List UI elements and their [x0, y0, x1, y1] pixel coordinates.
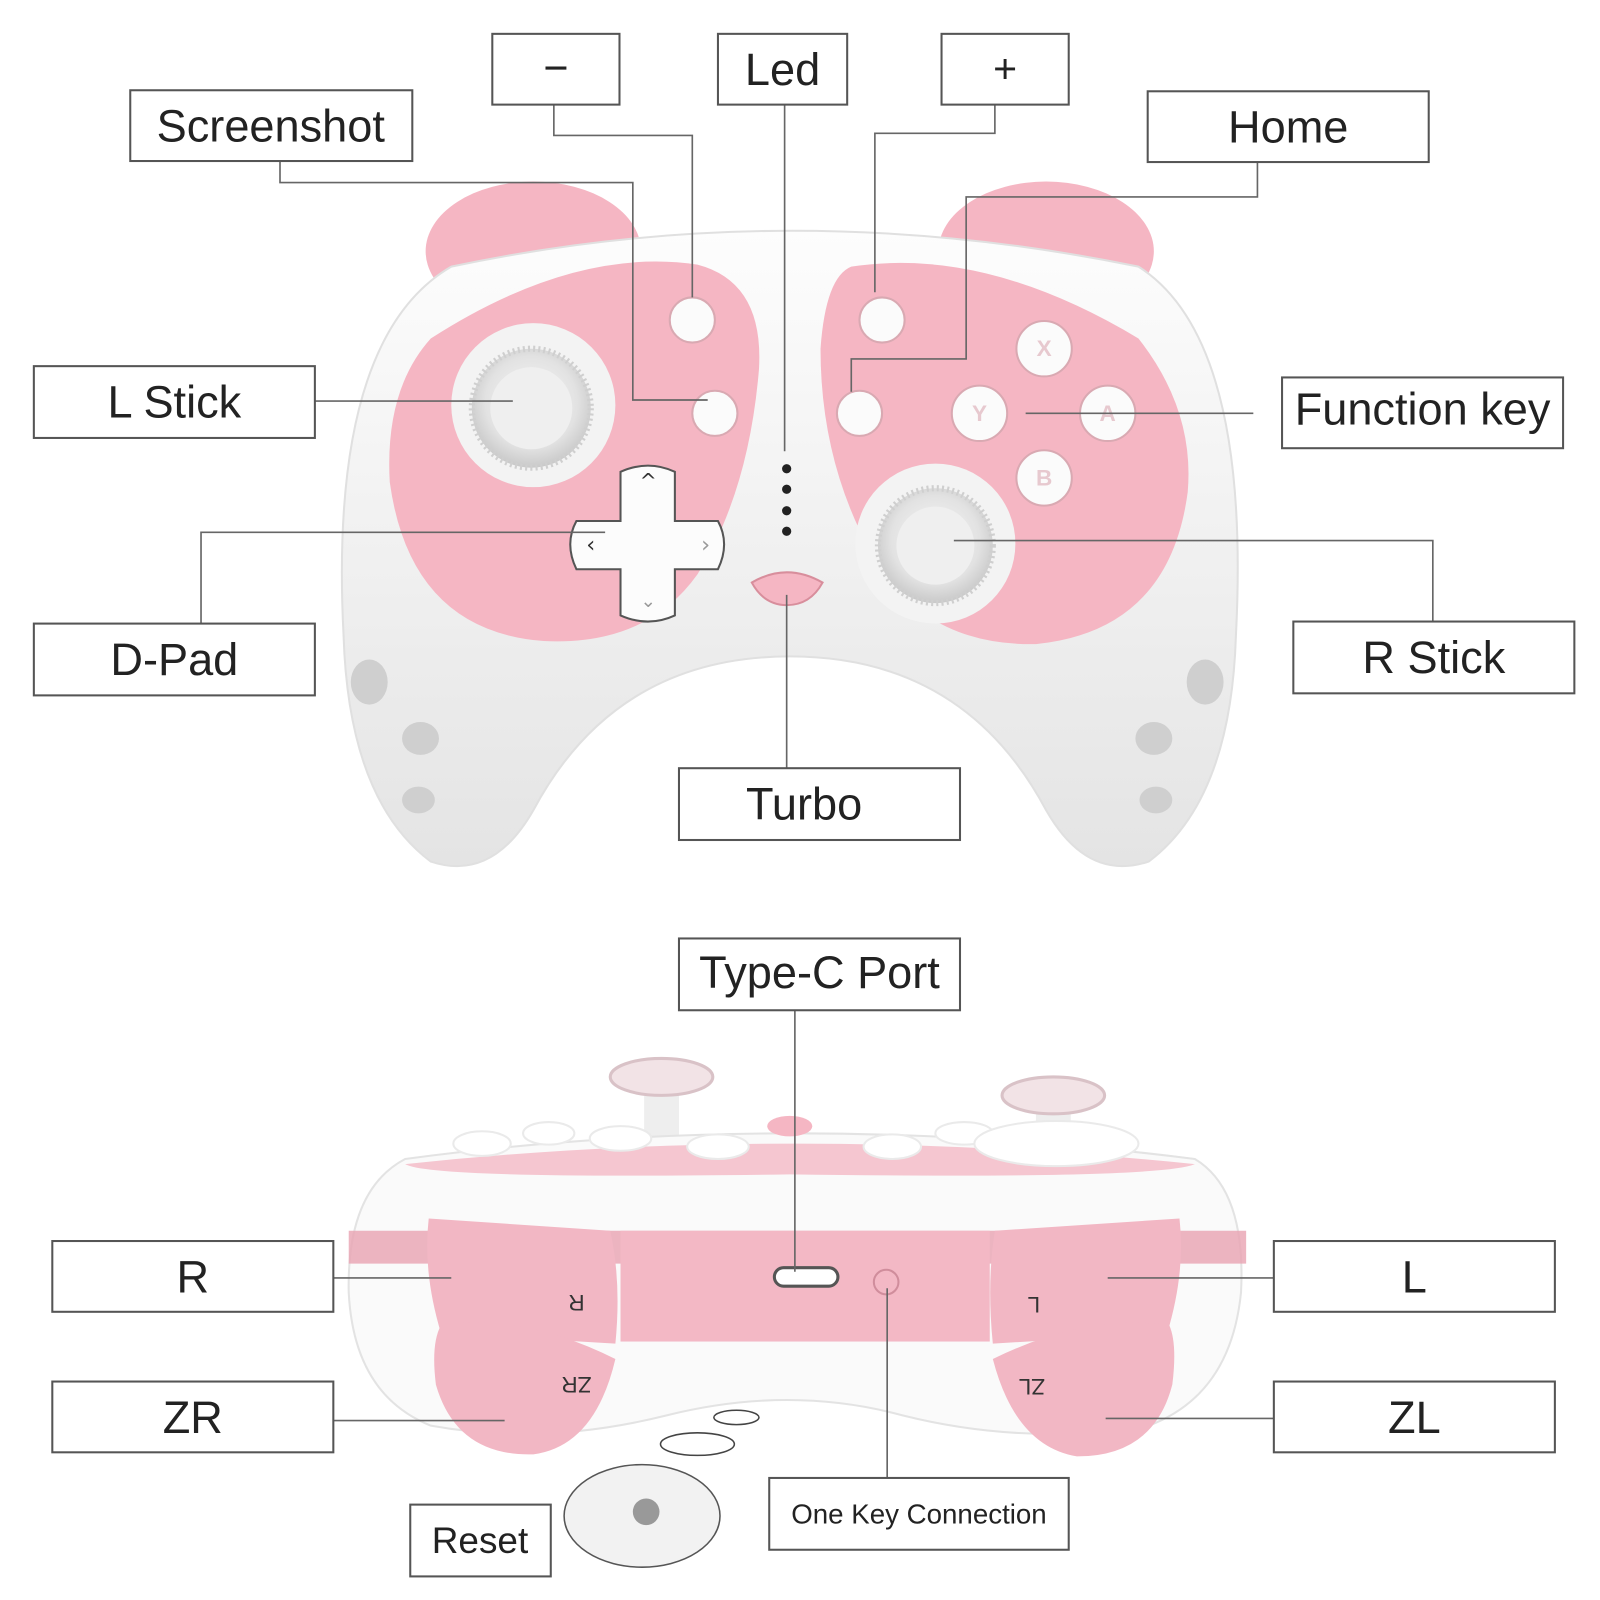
led-indicators	[782, 464, 792, 536]
label-l: L	[1272, 1240, 1556, 1313]
zl-trigger-label: ZL	[1019, 1374, 1045, 1399]
stick-tops	[608, 1056, 1107, 1159]
svg-text:+: +	[993, 46, 1017, 92]
plus-button[interactable]	[858, 296, 906, 344]
right-stick[interactable]	[855, 463, 1016, 624]
leader-screenshot	[279, 161, 708, 401]
dpad-right-icon: ›	[701, 532, 710, 558]
minus-button[interactable]	[668, 296, 716, 344]
zr-trigger-label: ZR	[561, 1372, 591, 1397]
svg-text:D-Pad: D-Pad	[110, 634, 238, 685]
home-button[interactable]	[835, 389, 884, 437]
svg-text:Type-C Port: Type-C Port	[699, 947, 940, 998]
screenshot-button[interactable]	[691, 389, 739, 437]
label-led: Led	[716, 32, 849, 106]
r-trigger-label: R	[568, 1290, 584, 1315]
svg-text:Home: Home	[1228, 102, 1348, 153]
svg-text:Screenshot: Screenshot	[157, 101, 386, 152]
controller-top-view: R L ZR ZL	[347, 1056, 1247, 1568]
label-zr: ZR	[51, 1380, 335, 1454]
svg-text:One Key Connection: One Key Connection	[791, 1498, 1047, 1529]
svg-text:Reset: Reset	[432, 1520, 528, 1561]
svg-text:ZR: ZR	[163, 1392, 223, 1443]
leader-minus	[553, 104, 694, 298]
l-trigger-label: L	[1028, 1292, 1041, 1317]
l-trigger[interactable]	[990, 1218, 1182, 1344]
turbo-button[interactable]	[750, 571, 824, 607]
label-home: Home	[1146, 90, 1430, 164]
reset-hole	[632, 1498, 660, 1526]
svg-text:R Stick: R Stick	[1362, 632, 1505, 683]
leader-r-stick	[953, 539, 1434, 622]
x-button-label: X	[1037, 336, 1052, 361]
y-button-label: Y	[972, 401, 987, 426]
svg-text:−: −	[543, 45, 568, 93]
b-button-label: B	[1036, 465, 1052, 490]
svg-text:Function key: Function key	[1295, 384, 1551, 435]
svg-text:ZL: ZL	[1388, 1392, 1441, 1443]
label-type-c-port: Type-C Port	[677, 937, 962, 1012]
leader-d-pad	[200, 531, 606, 624]
dpad-left-icon: ‹	[586, 532, 595, 558]
top-buttons	[452, 1119, 1140, 1168]
zr-trigger[interactable]	[434, 1322, 616, 1455]
label-plus: +	[940, 32, 1070, 106]
leader-lines	[200, 104, 1434, 1478]
b-button[interactable]	[1015, 449, 1073, 507]
reset-callout-bubbles	[659, 1409, 760, 1457]
label-zl: ZL	[1272, 1380, 1556, 1454]
label-l-stick: L Stick	[32, 365, 316, 439]
label-reset: Reset	[409, 1503, 552, 1578]
label-minus: −	[491, 32, 621, 106]
leader-plus	[874, 104, 996, 293]
r-trigger[interactable]	[427, 1218, 618, 1344]
label-function-key: Function key	[1281, 376, 1565, 450]
label-screenshot: Screenshot	[129, 89, 414, 163]
dpad-down-icon: ⌄	[640, 591, 655, 612]
left-stick[interactable]	[451, 323, 616, 488]
label-one-key-connection: One Key Connection	[768, 1476, 1070, 1551]
zl-trigger[interactable]	[992, 1322, 1175, 1457]
controller-front-view: ^ ‹ › ⌄ X Y A B	[340, 181, 1239, 868]
svg-text:L Stick: L Stick	[108, 377, 242, 428]
dpad-up-icon: ^	[640, 469, 657, 493]
type-c-port	[772, 1266, 840, 1288]
svg-text:R: R	[177, 1251, 210, 1302]
one-key-connection-button[interactable]	[872, 1268, 900, 1296]
d-pad[interactable]: ^ ‹ › ⌄	[569, 464, 726, 623]
label-r: R	[51, 1240, 335, 1313]
x-button[interactable]	[1015, 319, 1073, 378]
svg-text:L: L	[1402, 1251, 1427, 1302]
label-d-pad: D-Pad	[32, 622, 316, 697]
svg-text:Led: Led	[745, 44, 820, 95]
y-button[interactable]	[950, 384, 1009, 443]
grip-dots	[350, 659, 1224, 814]
label-r-stick: R Stick	[1292, 620, 1576, 695]
svg-text:Turbo: Turbo	[746, 779, 862, 830]
top-turbo	[767, 1115, 813, 1137]
leader-home	[850, 162, 1259, 392]
label-turbo: Turbo	[677, 767, 962, 842]
